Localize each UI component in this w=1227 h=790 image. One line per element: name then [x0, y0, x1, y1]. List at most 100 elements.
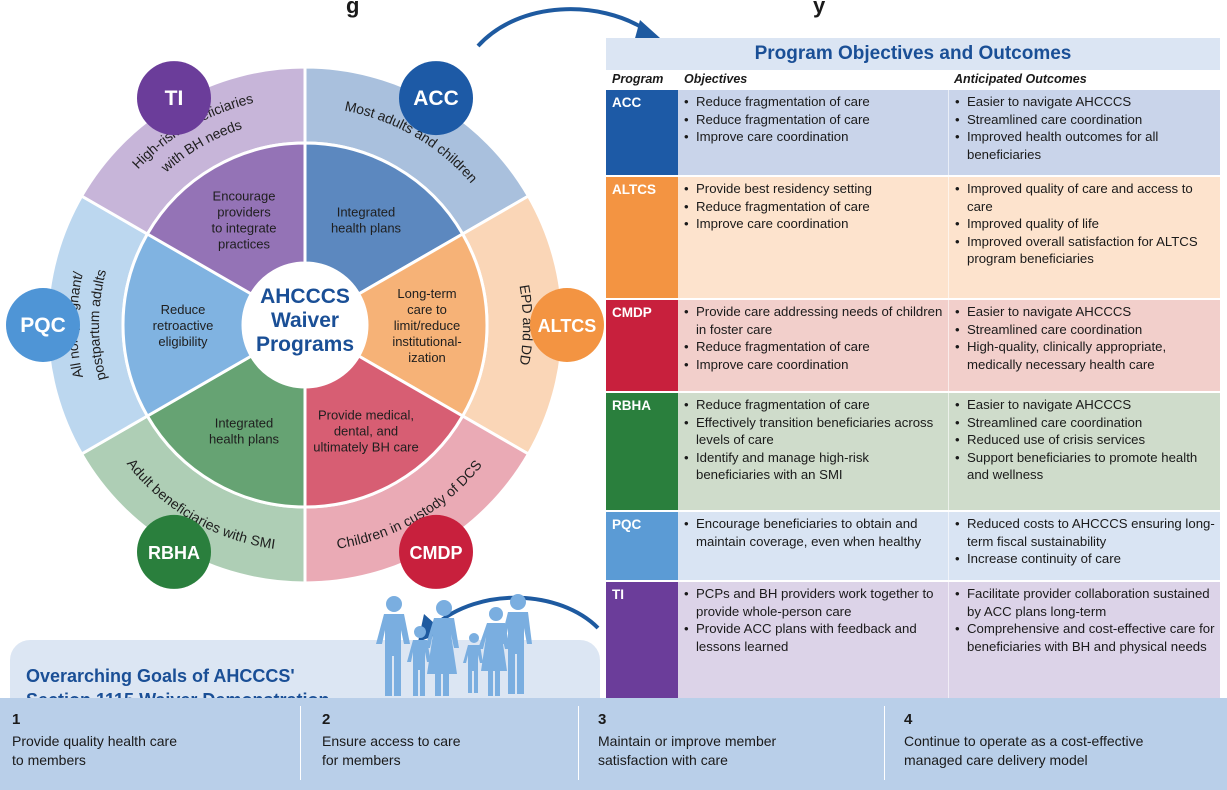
outcome-item: Support beneficiaries to promote health … — [955, 449, 1216, 484]
goal-text-line: to members — [12, 752, 86, 768]
objective-item: Provide best residency setting — [684, 180, 944, 198]
inner-label: providers — [217, 204, 271, 219]
goal-number: 3 — [598, 711, 607, 728]
objective-item: Improve care coordination — [684, 215, 944, 233]
inner-label: eligibility — [158, 334, 208, 349]
badge-ti — [137, 61, 211, 136]
objective-item: Reduce fragmentation of care — [684, 396, 944, 414]
objective-item: Provide care addressing needs of childre… — [684, 303, 944, 338]
wheel-center-label: Waiver — [271, 309, 339, 332]
objectives-cell: Reduce fragmentation of careEffectively … — [678, 393, 948, 510]
inner-label: health plans — [209, 432, 280, 447]
outcomes-cell: Easier to navigate AHCCCSStreamlined car… — [948, 90, 1220, 175]
badge-cmdp — [399, 514, 473, 589]
objective-item: Reduce fragmentation of care — [684, 93, 944, 111]
objective-item: Provide ACC plans with feedback and less… — [684, 620, 944, 655]
inner-label: retroactive — [153, 318, 214, 333]
objectives-cell: Reduce fragmentation of careReduce fragm… — [678, 90, 948, 175]
inner-label: ultimately BH care — [313, 440, 418, 455]
goal-text-line: satisfaction with care — [598, 752, 728, 768]
goal-divider — [884, 706, 885, 780]
wheel-center-label: Programs — [256, 333, 354, 356]
goal-number: 2 — [322, 711, 331, 728]
goal-text-line: Provide quality health care — [12, 733, 177, 749]
top-title-fragment: g — [346, 0, 359, 18]
inner-label: limit/reduce — [394, 318, 460, 333]
goal-number: 4 — [904, 711, 913, 728]
badge-label: CMDP — [410, 543, 463, 563]
program-code-cell: TI — [606, 582, 678, 698]
outcome-item: Easier to navigate AHCCCS — [955, 303, 1216, 321]
table-row-ti: TIPCPs and BH providers work together to… — [606, 580, 1220, 698]
inner-label: health plans — [331, 220, 402, 235]
badge-label: ACC — [413, 87, 459, 110]
objective-item: Identify and manage high-risk beneficiar… — [684, 449, 944, 484]
badge-rbha — [137, 514, 211, 589]
goal-divider — [300, 706, 301, 780]
objectives-cell: PCPs and BH providers work together to p… — [678, 582, 948, 698]
outcome-item: Reduced costs to AHCCCS ensuring long-te… — [955, 515, 1216, 550]
inner-label: institutional- — [392, 334, 461, 349]
outcome-item: High-quality, clinically appropriate, me… — [955, 338, 1216, 373]
goal-text-line: managed care delivery model — [904, 752, 1088, 768]
inner-label: Integrated — [215, 416, 274, 431]
inner-label: Long-term — [397, 286, 456, 301]
outcome-item: Comprehensive and cost-effective care fo… — [955, 620, 1216, 655]
program-code-cell: ACC — [606, 90, 678, 175]
goal-3: 3 Maintain or improve member satisfactio… — [598, 700, 878, 786]
goal-text-line: Maintain or improve member — [598, 733, 777, 749]
goals-bar — [0, 698, 1227, 790]
objectives-panel: Program Objectives and Outcomes Program … — [606, 38, 1220, 698]
objective-item: Reduce fragmentation of care — [684, 338, 944, 356]
arrow-head-icon — [634, 20, 660, 42]
inner-label: Reduce — [161, 302, 206, 317]
inner-label: Encourage — [213, 188, 276, 203]
goal-1: 1 Provide quality health care to members — [12, 700, 292, 786]
badge-pqc — [6, 288, 80, 362]
family-silhouette-icon — [376, 594, 532, 696]
objective-item: Reduce fragmentation of care — [684, 111, 944, 129]
header-outcomes: Anticipated Outcomes — [954, 72, 1087, 86]
objectives-cell: Encourage beneficiaries to obtain and ma… — [678, 512, 948, 580]
goal-text-line: Ensure access to care — [322, 733, 461, 749]
objectives-cell: Provide best residency settingReduce fra… — [678, 177, 948, 298]
outcome-item: Easier to navigate AHCCCS — [955, 93, 1216, 111]
objective-item: Reduce fragmentation of care — [684, 198, 944, 216]
outcome-item: Improved quality of care and access to c… — [955, 180, 1216, 215]
goal-4: 4 Continue to operate as a cost-effectiv… — [904, 700, 1214, 786]
objective-item: Improve care coordination — [684, 356, 944, 374]
goal-text-line: for members — [322, 752, 401, 768]
outcome-item: Streamlined care coordination — [955, 321, 1216, 339]
header-objectives: Objectives — [684, 72, 748, 86]
inner-label: Integrated — [337, 204, 396, 219]
outcome-item: Streamlined care coordination — [955, 414, 1216, 432]
outcome-item: Increase continuity of care — [955, 550, 1216, 568]
wheel-center-label: AHCCCS — [260, 285, 350, 308]
badge-label: ALTCS — [538, 316, 597, 336]
table-row-acc: ACCReduce fragmentation of careReduce fr… — [606, 88, 1220, 175]
outcomes-cell: Easier to navigate AHCCCSStreamlined car… — [948, 300, 1220, 391]
outcome-item: Improved health outcomes for all benefic… — [955, 128, 1216, 163]
objective-item: PCPs and BH providers work together to p… — [684, 585, 944, 620]
goal-text-line: Continue to operate as a cost-effective — [904, 733, 1144, 749]
outcome-item: Improved quality of life — [955, 215, 1216, 233]
objectives-cell: Provide care addressing needs of childre… — [678, 300, 948, 391]
outer-label-path: EPD and DD — [517, 284, 537, 367]
inner-label: ization — [408, 350, 446, 365]
outer-label-path: postpartum adults — [86, 268, 109, 383]
inner-label: care to — [407, 302, 447, 317]
badge-label: RBHA — [148, 543, 200, 563]
program-code-cell: ALTCS — [606, 177, 678, 298]
outcomes-cell: Improved quality of care and access to c… — [948, 177, 1220, 298]
outcomes-cell: Facilitate provider collaboration sustai… — [948, 582, 1220, 698]
outcome-item: Streamlined care coordination — [955, 111, 1216, 129]
outer-label: postpartum adults — [86, 268, 109, 383]
badge-altcs — [530, 288, 604, 362]
outcomes-cell: Easier to navigate AHCCCSStreamlined car… — [948, 393, 1220, 510]
panel-title: Program Objectives and Outcomes — [606, 38, 1220, 70]
goals-title-line-1: Overarching Goals of AHCCCS' — [26, 666, 295, 686]
